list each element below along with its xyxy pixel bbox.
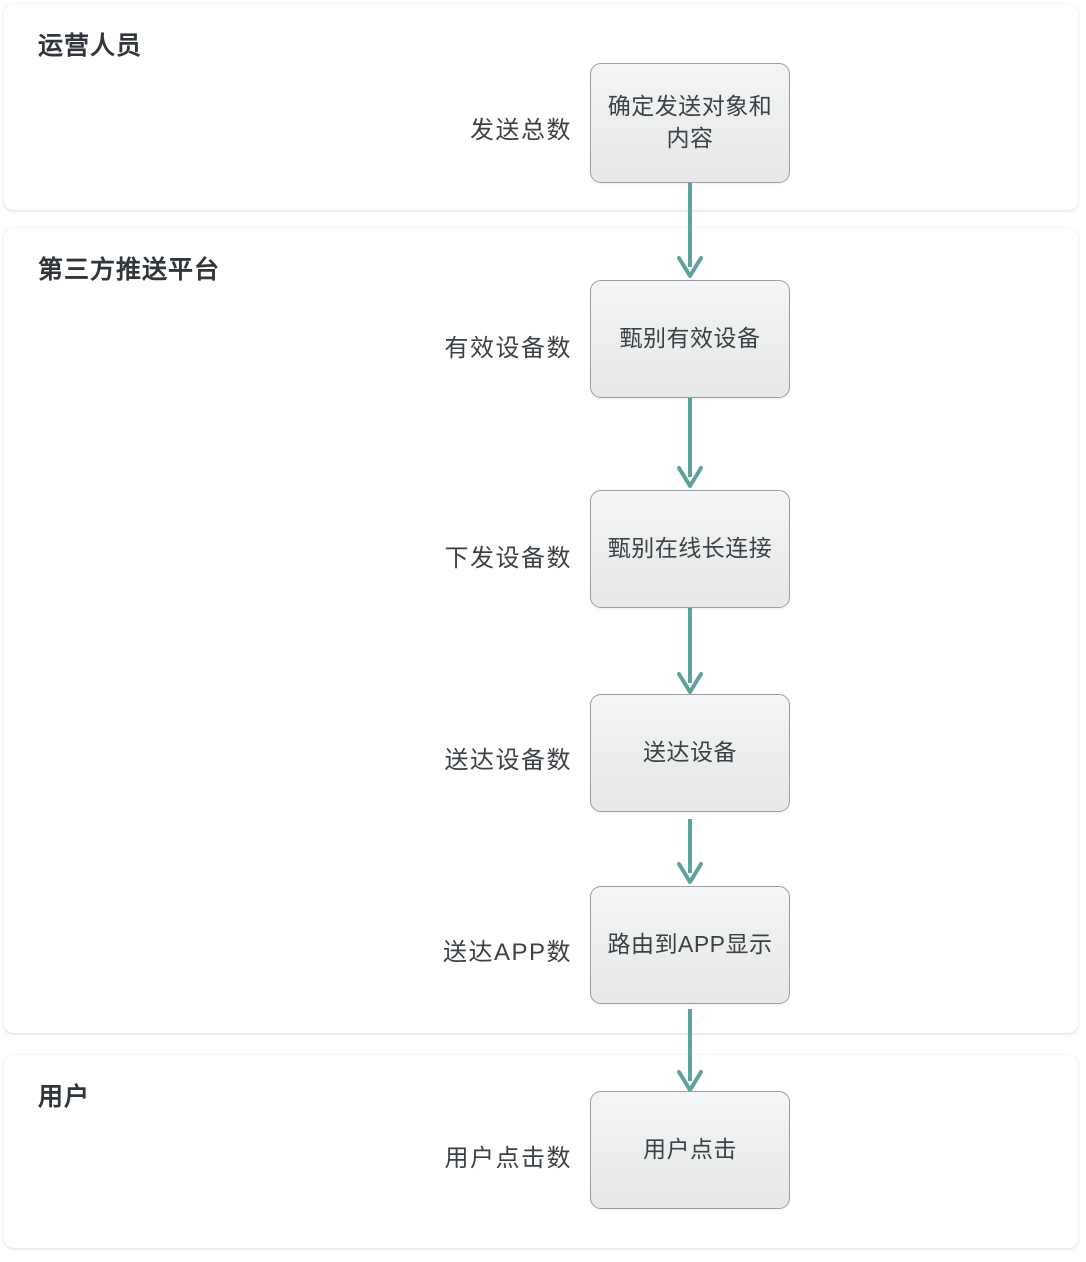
process-node-deliver-to-device[interactable]: 送达设备 — [590, 694, 790, 812]
metric-label-send-total: 发送总数 — [470, 117, 572, 144]
process-node-identify-online-long-connection[interactable]: 甄别在线长连接 — [590, 490, 790, 608]
process-node-route-to-app-display[interactable]: 路由到APP显示 — [590, 886, 790, 1004]
metric-label-valid-devices: 有效设备数 — [444, 335, 572, 362]
metric-label-dispatched-devices: 下发设备数 — [444, 545, 572, 572]
metric-label-delivered-app: 送达APP数 — [442, 939, 572, 966]
swimlane-title-user: 用户 — [38, 1083, 91, 1111]
swimlane-ops: 运营人员 — [4, 4, 1078, 210]
process-node-identify-valid-devices[interactable]: 甄别有效设备 — [590, 280, 790, 398]
swimlane-title-platform: 第三方推送平台 — [38, 256, 221, 284]
swimlane-title-ops: 运营人员 — [38, 32, 143, 60]
process-node-user-click[interactable]: 用户点击 — [590, 1091, 790, 1209]
metric-label-delivered-devices: 送达设备数 — [444, 747, 572, 774]
swimlane-user: 用户 — [4, 1055, 1078, 1248]
metric-label-user-clicks: 用户点击数 — [444, 1145, 572, 1172]
swimlane-platform: 第三方推送平台 — [4, 228, 1078, 1033]
process-node-determine-target-and-content[interactable]: 确定发送对象和内容 — [590, 63, 790, 183]
